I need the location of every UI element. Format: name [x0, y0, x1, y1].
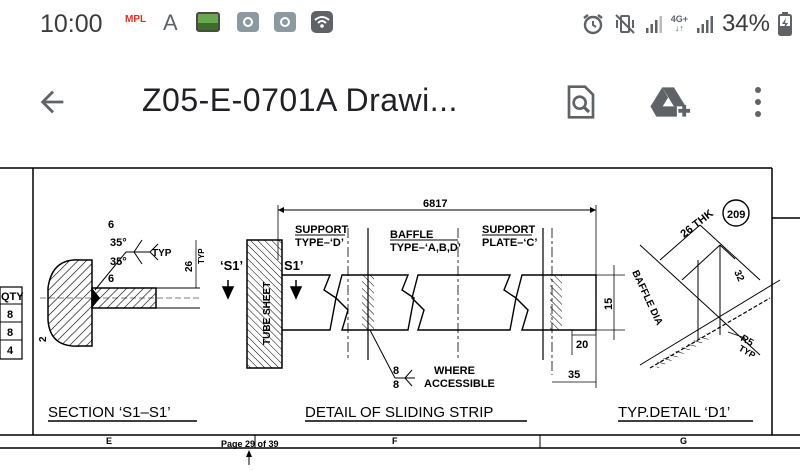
search-document-icon [567, 85, 595, 119]
vibrate-mute-icon [613, 12, 637, 36]
item-number: 209 [727, 209, 745, 221]
section-arrow-icon [289, 280, 303, 300]
status-time: 10:00 [40, 10, 103, 38]
picture-icon [196, 12, 220, 32]
qty-cell: 8 [7, 309, 13, 321]
network-type-text: 4G+ [670, 14, 688, 24]
zone-label-g: G [680, 436, 687, 446]
zone-label-f: F [392, 436, 398, 446]
zone-label-e: E [106, 436, 112, 446]
scroll-caret-icon [246, 450, 252, 457]
weld-typ-note: TYP [152, 248, 172, 259]
section-marker-left: ‘S1’ [220, 258, 243, 273]
more-vertical-icon [755, 87, 761, 117]
weld-note-8: 8 [393, 379, 399, 391]
a-letter-icon: A [163, 10, 178, 35]
weld-size: 6 [108, 219, 114, 231]
battery-charging-icon [778, 12, 792, 36]
engineering-drawing: E F G Page 29 of 39 QTY 8 8 4 6 35° 35° … [0, 167, 800, 465]
section-s1-view: 6 35° 35° 6 TYP 26 TYP 2 SECTION ‘S1–S1’ [38, 219, 206, 422]
signal-icon [696, 14, 714, 34]
thk-label: 26 THK [678, 208, 715, 241]
dim-26: 26 [184, 260, 195, 272]
dim-typ: TYP [197, 248, 206, 264]
mpl-logo-icon: MPL [125, 14, 147, 25]
dim-15: 15 [603, 298, 615, 310]
signal-icon [645, 14, 663, 34]
support-c-label: SUPPORT [482, 224, 535, 236]
qty-table: QTY 8 8 4 [0, 286, 24, 360]
qty-header: QTY [1, 291, 24, 303]
network-type-label: 4G+ ↓↑ [671, 15, 688, 33]
section-title: SECTION ‘S1–S1’ [48, 404, 171, 421]
camera-icon [274, 12, 296, 32]
battery-percent: 34% [721, 10, 770, 37]
document-title: Z05-E-0701A Drawi... [142, 82, 458, 118]
section-arrow-icon [221, 280, 235, 300]
section-marker-right: S1’ [284, 258, 304, 273]
accessible-label: ACCESSIBLE [424, 378, 495, 390]
weld-size: 6 [108, 273, 114, 285]
drive-add-icon [650, 87, 691, 117]
pdf-viewport[interactable]: E F G Page 29 of 39 QTY 8 8 4 6 35° 35° … [0, 160, 800, 470]
sliding-strip-title: DETAIL OF SLIDING STRIP [305, 404, 493, 421]
item-balloon [722, 199, 750, 227]
baffle-type: TYPE–‘A,B,D’ [390, 242, 461, 254]
baffle-label: BAFFLE [390, 229, 433, 241]
detail-d1-title: TYP.DETAIL ‘D1’ [618, 404, 730, 421]
sliding-strip-view: 6817 TUBE SHEET ‘S1’ S1’ SUPPORT TYPE–‘D… [220, 198, 625, 422]
status-bar: 10:00 MPL A 4G+ ↓↑ 34% [0, 0, 800, 52]
search-document-button[interactable] [559, 80, 603, 124]
network-activity-text: ↓↑ [674, 23, 684, 33]
dim-20: 20 [576, 339, 588, 351]
qty-cell: 4 [7, 345, 14, 357]
page-indicator: Page 29 of 39 [221, 439, 279, 449]
wifi-app-icon [311, 11, 333, 33]
baffle-dia-label: BAFFLE DIA [629, 269, 664, 328]
overall-dimension: 6817 [423, 198, 447, 210]
qty-cell: 8 [7, 327, 13, 339]
camera-icon [237, 12, 259, 32]
dim-32: 32 [731, 269, 746, 284]
detail-d1-view: 26 THK 209 BAFFLE DIA 32 R5 TYP TYP.DETA… [618, 199, 781, 422]
support-d-type: TYPE–‘D’ [295, 237, 344, 249]
weld-angle: 35° [110, 237, 127, 249]
support-c-plate: PLATE–‘C’ [482, 237, 537, 249]
status-right-group: 4G+ ↓↑ 34% [581, 8, 792, 40]
tube-sheet-label: TUBE SHEET [262, 282, 273, 345]
app-bar: Z05-E-0701A Drawi... [0, 52, 800, 157]
typ-label: TYP [737, 343, 757, 360]
back-arrow-icon [40, 90, 64, 114]
weld-note-8: 8 [393, 365, 399, 377]
more-options-button[interactable] [736, 80, 780, 124]
where-label: WHERE [434, 365, 475, 377]
back-button[interactable] [30, 80, 74, 124]
add-to-drive-button[interactable] [649, 80, 693, 124]
dim-35: 35 [568, 369, 580, 381]
alarm-icon [581, 12, 605, 36]
dim-2: 2 [38, 336, 49, 342]
support-d-label: SUPPORT [295, 224, 348, 236]
